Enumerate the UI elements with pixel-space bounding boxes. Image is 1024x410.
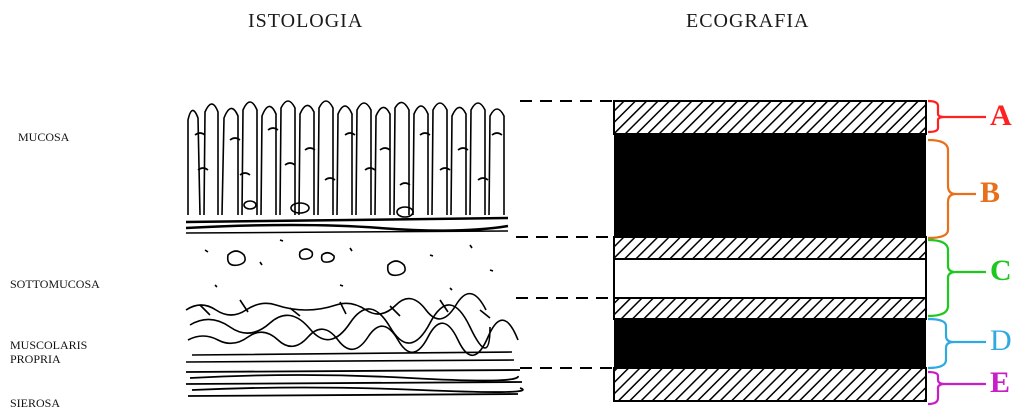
letter-c: C [990, 254, 1012, 288]
brace-a [928, 101, 986, 132]
muscularis-histology [186, 294, 518, 362]
serosa-histology [186, 370, 523, 396]
band-c1-hatched [614, 237, 926, 259]
band-b-black [614, 134, 926, 237]
band-c3-hatched [614, 298, 926, 319]
mucosa-villi [186, 101, 508, 233]
letter-b: B [980, 176, 1000, 210]
band-a-hatched [614, 101, 926, 134]
letter-a: A [990, 99, 1012, 133]
dashed-connectors [516, 101, 614, 368]
band-e-hatched [614, 368, 926, 401]
letter-d: D [990, 324, 1012, 358]
brace-b [928, 140, 976, 238]
band-d-black [614, 319, 926, 368]
submucosa-histology [205, 240, 493, 290]
brace-e [928, 372, 986, 404]
histology-drawing [186, 101, 523, 396]
ultrasound-bands [614, 101, 926, 401]
letter-e: E [990, 366, 1010, 400]
brace-d [928, 319, 986, 368]
band-c2-white [614, 259, 926, 298]
brace-c [928, 240, 986, 316]
